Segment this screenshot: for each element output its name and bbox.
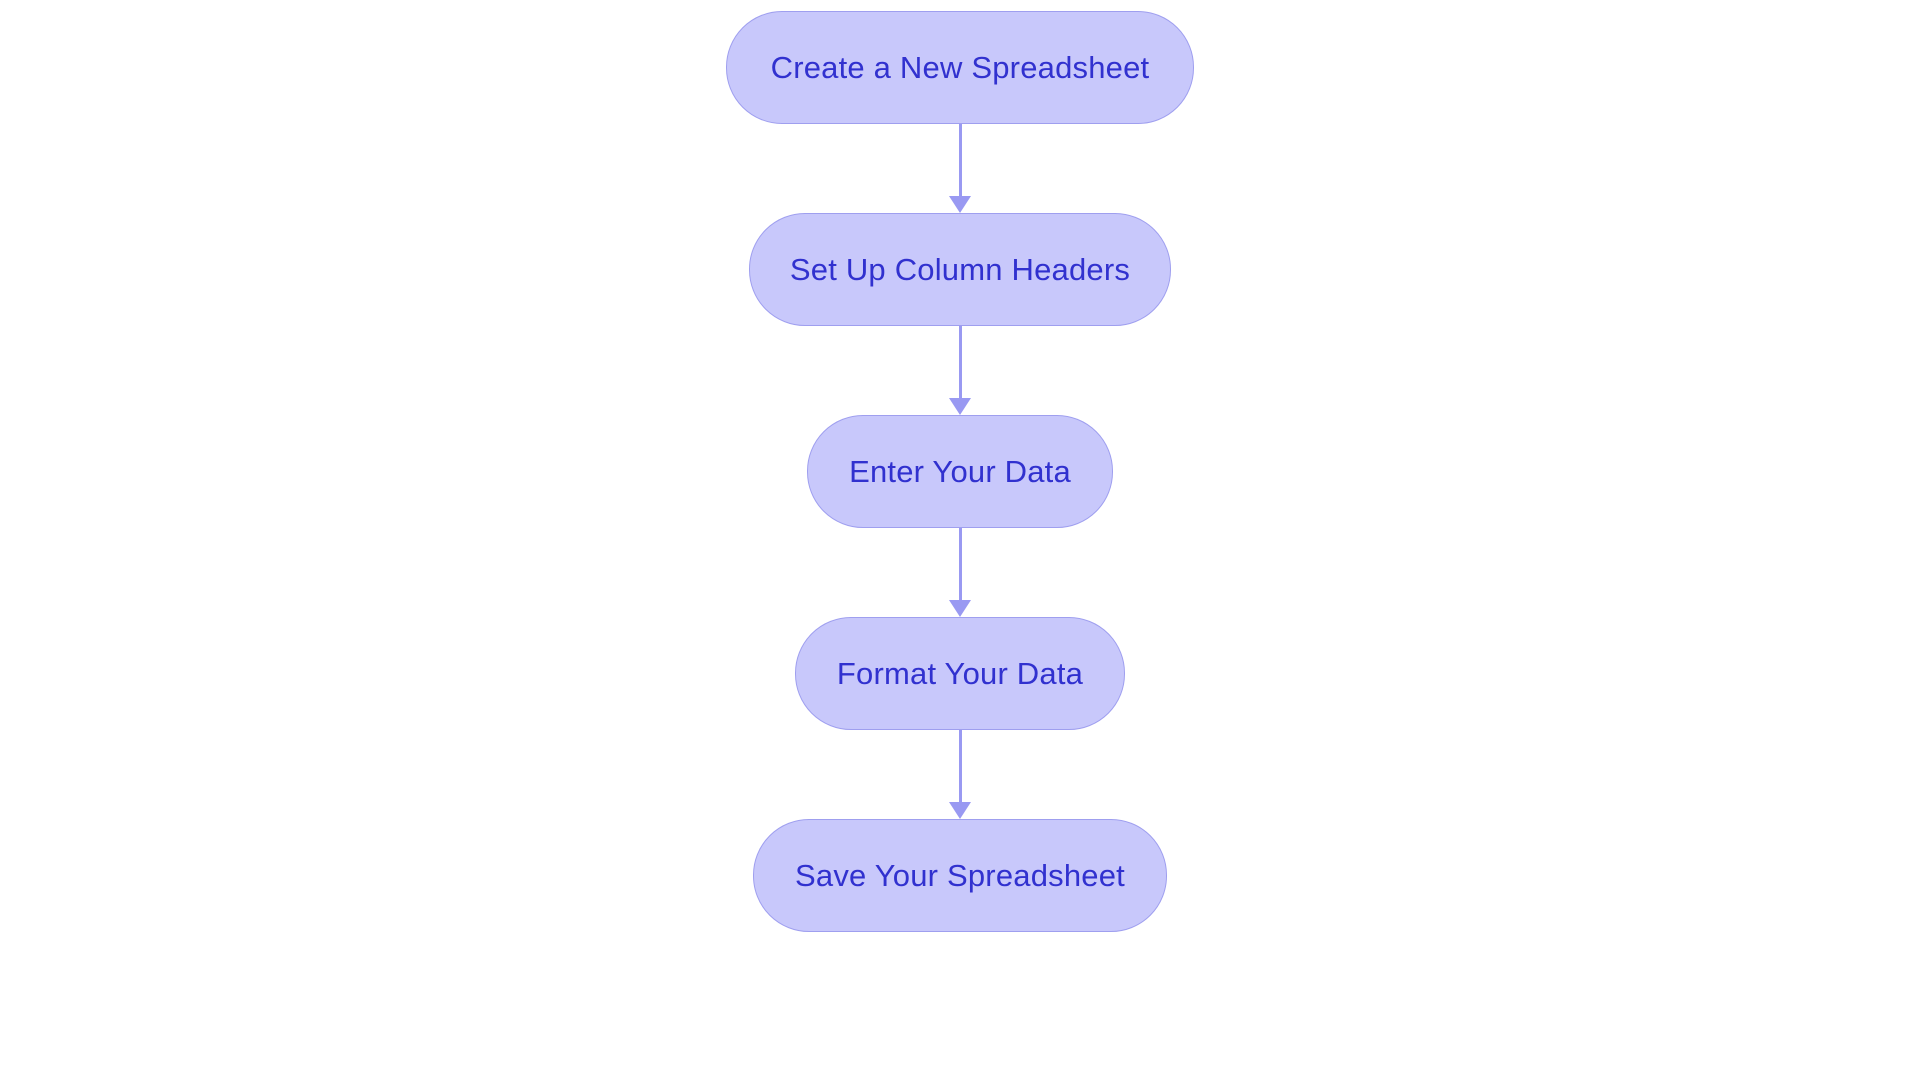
edge-line (958, 326, 962, 399)
flow-node-label: Save Your Spreadsheet (795, 858, 1125, 893)
flow-edge-format-to-save (948, 730, 972, 819)
arrow-down-icon (949, 196, 971, 213)
flow-node-label: Format Your Data (836, 656, 1084, 691)
flow-node-label: Set Up Column Headers (789, 252, 1131, 287)
flow-node-label: Create a New Spreadsheet (770, 50, 1150, 85)
flow-node-save-spreadsheet[interactable]: Save Your Spreadsheet (753, 819, 1167, 932)
edge-line (958, 528, 962, 601)
arrow-down-icon (949, 398, 971, 415)
flow-edge-create-to-headers (948, 124, 972, 213)
arrow-down-icon (949, 600, 971, 617)
flow-node-enter-data[interactable]: Enter Your Data (807, 415, 1113, 528)
flow-node-format-data[interactable]: Format Your Data (795, 617, 1125, 730)
flow-node-label: Enter Your Data (849, 454, 1071, 489)
arrow-down-icon (949, 802, 971, 819)
flow-node-create-spreadsheet[interactable]: Create a New Spreadsheet (726, 11, 1194, 124)
flow-edge-enter-data-to-format (948, 528, 972, 617)
edge-line (958, 730, 962, 803)
flow-edge-headers-to-enter-data (948, 326, 972, 415)
flow-node-column-headers[interactable]: Set Up Column Headers (749, 213, 1171, 326)
edge-line (958, 124, 962, 197)
